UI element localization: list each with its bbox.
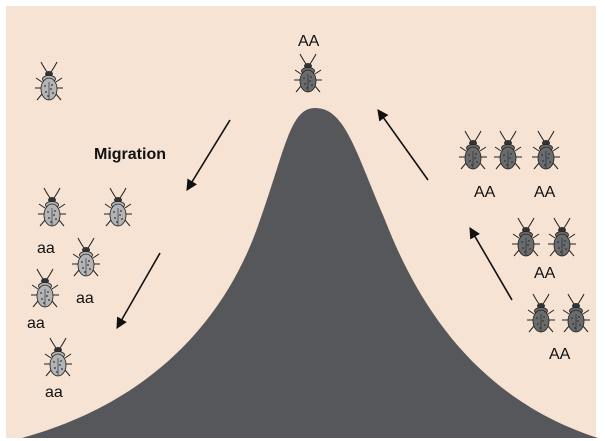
- migration-title: Migration: [94, 146, 166, 163]
- arrow-icon: [469, 227, 513, 301]
- beetle-icon: [44, 337, 72, 377]
- genotype-label-left: aa: [37, 240, 55, 257]
- beetle-icon: [104, 187, 132, 227]
- beetle-icon: [512, 217, 540, 257]
- beetle-icon: [548, 217, 576, 257]
- beetle-icon: [31, 268, 59, 308]
- beetle-icon: [72, 237, 100, 277]
- genotype-label-top: AA: [298, 33, 320, 50]
- beetle-icon: [494, 130, 522, 170]
- beetle-icon: [527, 293, 555, 333]
- genotype-label-right: AA: [534, 184, 556, 201]
- genotype-label-right: AA: [549, 346, 571, 363]
- beetle-icon: [35, 61, 63, 101]
- genotype-label-right: AA: [474, 184, 496, 201]
- genotype-label-left: aa: [45, 384, 63, 401]
- beetle-icon: [562, 293, 590, 333]
- beetle-icon: [294, 53, 322, 93]
- beetle-icon: [38, 187, 66, 227]
- genotype-label-left: aa: [76, 290, 94, 307]
- beetle-icon: [459, 130, 487, 170]
- genotype-label-right: AA: [534, 265, 556, 282]
- arrow-icon: [377, 109, 429, 181]
- genotype-label-left: aa: [27, 315, 45, 332]
- arrow-icon: [186, 119, 231, 191]
- fitness-hill: [22, 108, 598, 438]
- arrow-icon: [116, 252, 161, 329]
- beetle-icon: [532, 130, 560, 170]
